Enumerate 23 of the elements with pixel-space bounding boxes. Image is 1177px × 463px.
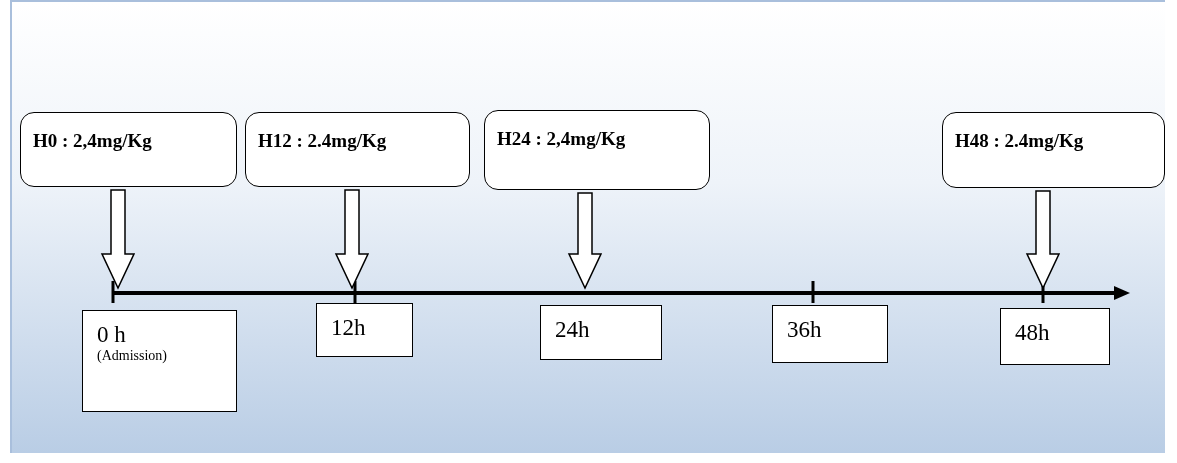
dose-text: H24 : 2,4mg/Kg [497, 128, 626, 149]
time-box [540, 305, 662, 360]
time-text: 48h [1015, 320, 1050, 345]
time-text: 36h [787, 317, 822, 342]
block-arrow [1025, 190, 1061, 290]
block-arrow [334, 189, 370, 290]
time-text: 24h [555, 317, 590, 342]
dose-box [942, 112, 1165, 188]
time-box [82, 310, 237, 412]
block-arrow [100, 189, 136, 290]
dose-text: H48 : 2.4mg/Kg [955, 130, 1084, 151]
time-text: 0 h [97, 322, 126, 347]
dose-box [245, 112, 470, 187]
dose-text: H12 : 2.4mg/Kg [258, 130, 387, 151]
time-text: 12h [331, 315, 366, 340]
dose-box [484, 110, 710, 190]
time-note: (Admission) [97, 347, 168, 365]
block-arrow [567, 192, 603, 290]
time-box [316, 303, 413, 357]
time-box [1000, 308, 1110, 365]
dose-box [20, 112, 237, 187]
time-box [772, 305, 888, 363]
dose-text: H0 : 2,4mg/Kg [33, 130, 152, 151]
